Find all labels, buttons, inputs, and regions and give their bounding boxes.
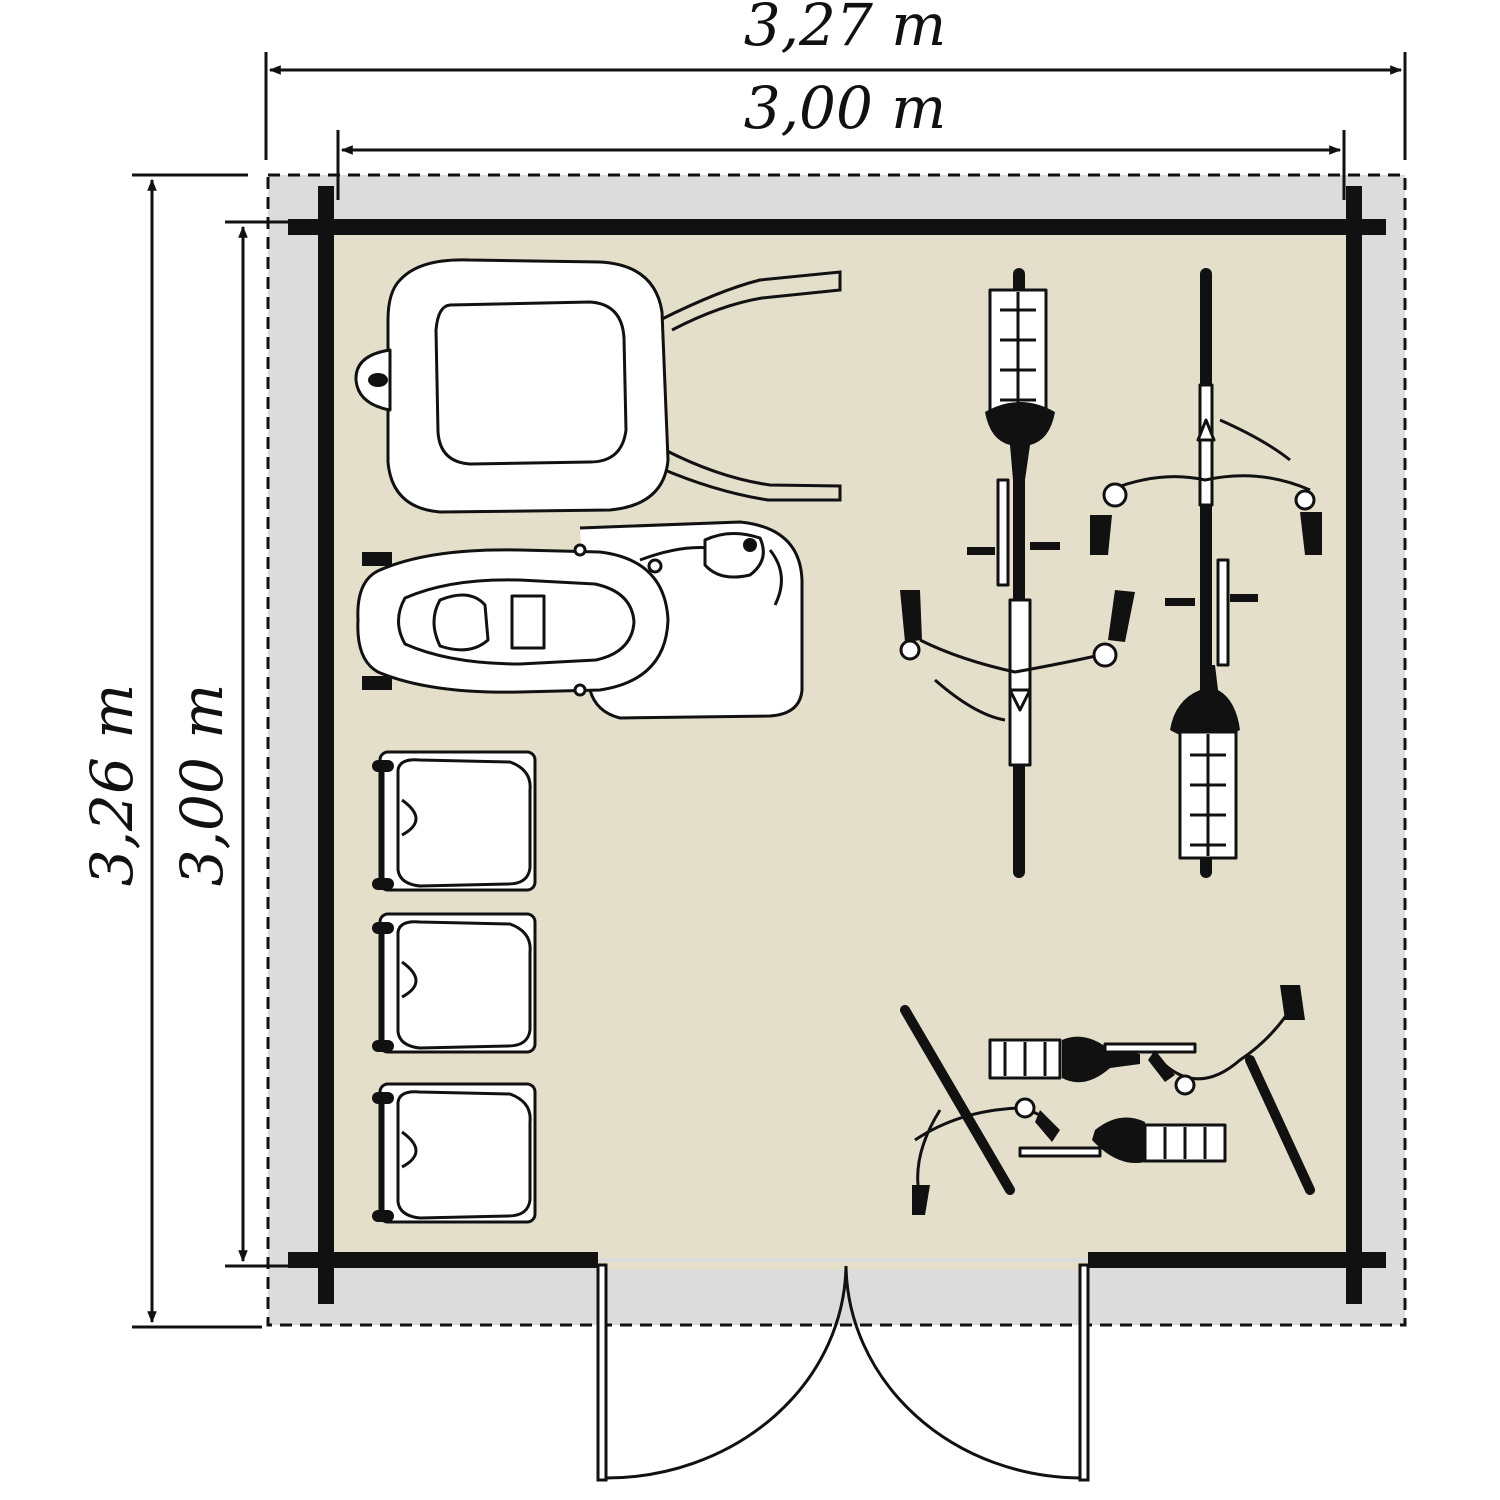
walls bbox=[288, 186, 1386, 1304]
double-door bbox=[596, 1262, 1090, 1482]
outer-depth-label: 3,26 m bbox=[78, 684, 146, 887]
outer-width-label: 3,27 m bbox=[744, 0, 947, 59]
chair-icon bbox=[372, 750, 537, 892]
door-leaf-right bbox=[1078, 1263, 1090, 1482]
inner-depth-label: 3,00 m bbox=[168, 684, 236, 887]
dimension-outer-depth: 3,26 m bbox=[78, 173, 262, 1329]
garden-chairs bbox=[372, 750, 537, 1224]
bicycle-icon bbox=[900, 1005, 1292, 1195]
bicycle-icon bbox=[899, 268, 1135, 878]
inner-width-label: 3,00 m bbox=[744, 74, 947, 142]
dimension-inner-width: 3,00 m bbox=[336, 74, 1346, 200]
wheelbarrow-icon bbox=[354, 258, 842, 514]
chair-icon bbox=[372, 912, 537, 1054]
dimension-outer-width: 3,27 m bbox=[264, 0, 1407, 160]
lawn-mower-icon bbox=[356, 520, 804, 720]
bicycle-icon bbox=[912, 985, 1315, 1215]
chair-icon bbox=[372, 1082, 537, 1224]
door-leaf-left bbox=[596, 1263, 608, 1482]
bicycle-icon bbox=[1090, 268, 1322, 878]
door-swing-icon bbox=[605, 1265, 848, 1480]
dimension-inner-depth: 3,00 m bbox=[168, 220, 290, 1268]
